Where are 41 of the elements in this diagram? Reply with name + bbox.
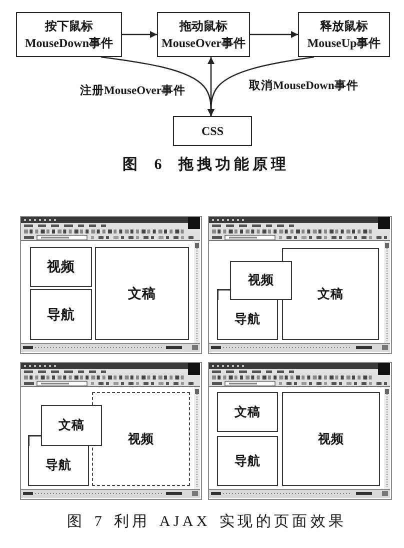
panel-label: 导航 bbox=[46, 457, 72, 474]
edge-label: 注册MouseOver事件 bbox=[80, 85, 186, 99]
panel-label: 视频 bbox=[128, 430, 154, 448]
panel-label: 文稿 bbox=[58, 417, 84, 434]
layout-panel bbox=[230, 261, 292, 300]
panel-label: 文稿 bbox=[234, 404, 260, 420]
panel-label: 文稿 bbox=[318, 286, 344, 302]
process-box bbox=[173, 116, 252, 146]
panel-label: 导航 bbox=[234, 311, 260, 328]
panel-label: 文稿 bbox=[128, 284, 156, 302]
panel-label: 导航 bbox=[234, 452, 260, 470]
arrow bbox=[208, 56, 314, 116]
layout-panel bbox=[282, 248, 379, 340]
layout-panel bbox=[282, 392, 380, 486]
box-label: 释放鼠标MouseUp事件 bbox=[306, 18, 382, 52]
process-box bbox=[298, 12, 390, 57]
panel-label: 视频 bbox=[318, 430, 344, 448]
layout-panel bbox=[217, 392, 278, 432]
panel-label: 视频 bbox=[47, 258, 75, 276]
browser-window bbox=[208, 216, 392, 354]
layout-panel bbox=[95, 247, 189, 340]
browser-window bbox=[20, 216, 202, 354]
arrow bbox=[122, 31, 157, 38]
box-label: 按下鼠标MouseDown事件 bbox=[24, 18, 114, 52]
layout-panel bbox=[30, 247, 92, 287]
dashed-panel-outline bbox=[92, 392, 190, 486]
box-label: 拖动鼠标MouseOver事件 bbox=[160, 18, 246, 52]
process-box bbox=[157, 12, 250, 57]
layout-panel bbox=[217, 436, 278, 486]
layout-panel bbox=[30, 289, 92, 340]
browser-window bbox=[20, 362, 202, 500]
arrow bbox=[250, 31, 298, 38]
edge-label: 取消MouseDown事件 bbox=[249, 80, 358, 94]
figure-caption: 图 7 利用 AJAX 实现的页面效果 bbox=[67, 512, 347, 531]
process-box bbox=[16, 12, 122, 57]
browser-window bbox=[208, 362, 392, 500]
panel-label: 导航 bbox=[47, 306, 75, 324]
panel-label: 视频 bbox=[248, 272, 274, 289]
layout-panel bbox=[41, 405, 102, 446]
figure-caption: 图 6 拖拽功能原理 bbox=[122, 155, 290, 174]
box-label: CSS bbox=[201, 122, 224, 140]
